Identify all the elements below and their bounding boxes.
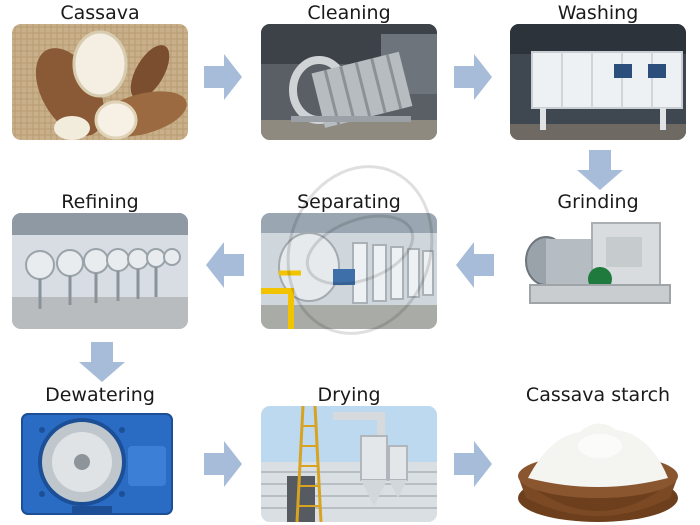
brand-watermark-icon	[286, 165, 434, 335]
arrow-left-icon	[206, 242, 244, 288]
washing-machine-photo	[510, 24, 686, 140]
step-label: Washing	[557, 2, 639, 24]
drying-tower-photo	[261, 406, 437, 522]
step-label: Grinding	[557, 191, 639, 213]
refining-machines-photo	[12, 213, 188, 329]
step-label: Dewatering	[45, 384, 155, 406]
step-label: Separating	[297, 191, 401, 213]
grinding-machine-photo	[510, 213, 686, 329]
step-label: Cassava	[60, 2, 140, 24]
arrow-down-icon	[79, 342, 125, 382]
cleaning-machine-photo	[261, 24, 437, 140]
step-label: Cleaning	[307, 2, 391, 24]
arrow-down-icon	[577, 150, 623, 190]
arrow-right-icon	[454, 441, 492, 487]
arrow-left-icon	[456, 242, 494, 288]
cassava-photo	[12, 24, 188, 140]
step-label: Refining	[61, 191, 139, 213]
step-label: Drying	[317, 384, 381, 406]
arrow-right-icon	[204, 441, 242, 487]
arrow-right-icon	[454, 54, 492, 100]
dewatering-centrifuge-photo	[12, 406, 188, 522]
step-label: Cassava starch	[525, 384, 671, 406]
arrow-right-icon	[204, 54, 242, 100]
cassava-starch-photo	[510, 406, 686, 522]
separating-machines-photo	[261, 213, 437, 329]
